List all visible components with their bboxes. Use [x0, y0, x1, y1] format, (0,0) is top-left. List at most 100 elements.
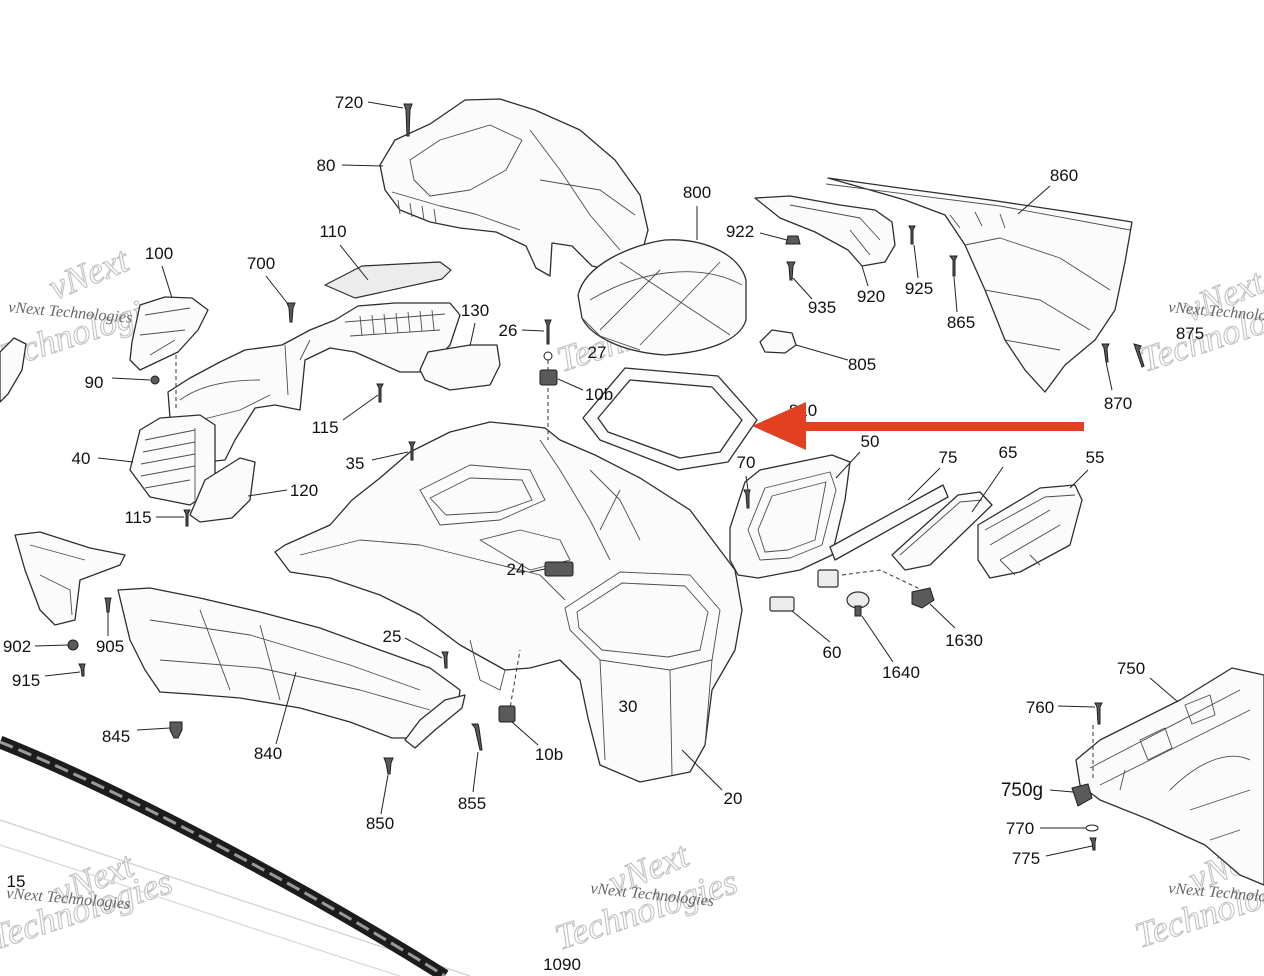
callout-label: 10b	[535, 745, 563, 764]
part-110-trim-plate	[324, 261, 452, 299]
callout-label: 875	[1176, 324, 1204, 343]
callout-label: 905	[96, 637, 124, 656]
callout-label: 100	[145, 244, 173, 263]
callout-label: 1630	[945, 631, 983, 650]
callout-label: 720	[335, 93, 363, 112]
callout-label: 775	[1012, 849, 1040, 868]
part-40-vent-box	[129, 414, 216, 506]
part-55-box	[977, 484, 1083, 579]
part-920-bracket	[754, 195, 896, 267]
clip-icon	[817, 569, 839, 588]
part-20-main-tub	[274, 421, 743, 783]
callout-label: 35	[346, 454, 365, 473]
part-100-shield	[129, 296, 209, 371]
callout-label: 805	[848, 355, 876, 374]
part-65-lid-plate	[891, 491, 993, 571]
arrow-shaft	[798, 422, 1084, 431]
screw-icon	[786, 261, 796, 281]
part-800-dome-cover	[577, 239, 747, 356]
part-15-trim-band	[0, 735, 471, 976]
part-750-tray	[1075, 667, 1264, 886]
washer-icon	[543, 351, 553, 361]
screw-icon	[908, 225, 916, 245]
grommet-icon	[911, 587, 935, 609]
leader-lines	[34, 101, 1179, 857]
screw-icon	[286, 302, 296, 323]
fasteners	[67, 103, 1145, 851]
callout-label: 26	[499, 321, 518, 340]
callout-label: 770	[1006, 819, 1034, 838]
screw-icon	[471, 723, 483, 751]
screw-icon	[441, 651, 449, 669]
callout-label: 65	[999, 443, 1018, 462]
callout-label: 922	[726, 222, 754, 241]
callout-label: 935	[808, 298, 836, 317]
screw-icon	[743, 489, 751, 509]
screw-icon	[376, 383, 384, 403]
screw-icon	[1094, 702, 1103, 725]
callout-label: 1640	[882, 663, 920, 682]
screw-icon	[183, 509, 191, 527]
part-120-plate	[189, 457, 256, 523]
part-700-bracket-assembly	[167, 302, 461, 463]
nut-icon	[785, 235, 801, 245]
callout-label: 10b	[585, 385, 613, 404]
clip-icon	[539, 369, 558, 386]
screw-icon	[1133, 343, 1145, 368]
nut-icon	[67, 639, 79, 651]
callout-label: 750g	[1001, 780, 1043, 801]
callout-label: 27	[588, 343, 607, 362]
callout-label: 60	[823, 643, 842, 662]
callout-label: 110	[319, 222, 346, 241]
callout-label: 55	[1086, 448, 1105, 467]
callout-label: 1090	[543, 955, 581, 974]
clip-icon	[769, 596, 795, 612]
part-130-side-plate	[419, 344, 501, 391]
callout-label: 870	[1104, 394, 1132, 413]
clip-icon	[498, 705, 516, 723]
screw-icon	[408, 441, 416, 461]
part-805-cap	[759, 329, 797, 354]
push-pin-icon	[846, 591, 870, 617]
callout-label: 865	[947, 313, 975, 332]
callout-label: 925	[905, 279, 933, 298]
callout-label: 80	[317, 156, 336, 175]
screw-icon	[383, 757, 394, 775]
screw-icon	[104, 597, 112, 613]
screw-icon	[544, 319, 552, 345]
callout-label: 760	[1026, 698, 1054, 717]
callout-label: 845	[102, 727, 130, 746]
callout-label: 920	[857, 287, 885, 306]
callout-label: 20	[724, 789, 743, 808]
callout-label: 902	[3, 637, 31, 656]
callout-label: 25	[383, 627, 402, 646]
callout-label: 115	[124, 508, 151, 527]
callout-label: 30	[619, 697, 638, 716]
annotation-arrow	[752, 402, 1084, 450]
callout-label: 840	[254, 744, 282, 763]
callout-label: 70	[737, 453, 756, 472]
screw-icon	[403, 103, 413, 137]
callout-label: 15	[7, 872, 26, 891]
part-810-seal-ring	[582, 367, 758, 471]
part-860-side-panel	[825, 177, 1133, 393]
screw-icon	[1089, 837, 1097, 851]
callout-label: 75	[939, 448, 958, 467]
clip-icon	[544, 561, 574, 577]
part-left-partial-panel	[0, 337, 27, 403]
callout-label: 850	[366, 814, 394, 833]
alignment-lines	[175, 355, 1094, 780]
part-840-side-panel	[117, 587, 466, 749]
screw-icon	[78, 663, 86, 677]
callout-label: 700	[247, 254, 275, 273]
washer-icon	[1085, 824, 1099, 832]
callout-label: 40	[72, 449, 91, 468]
screw-icon	[1101, 343, 1110, 363]
nut-icon	[150, 375, 160, 385]
callout-label: 800	[683, 183, 711, 202]
callout-label: 24	[507, 560, 526, 579]
clip-icon	[1071, 783, 1093, 807]
callout-label: 50	[861, 432, 880, 451]
part-902-bracket	[14, 531, 126, 626]
